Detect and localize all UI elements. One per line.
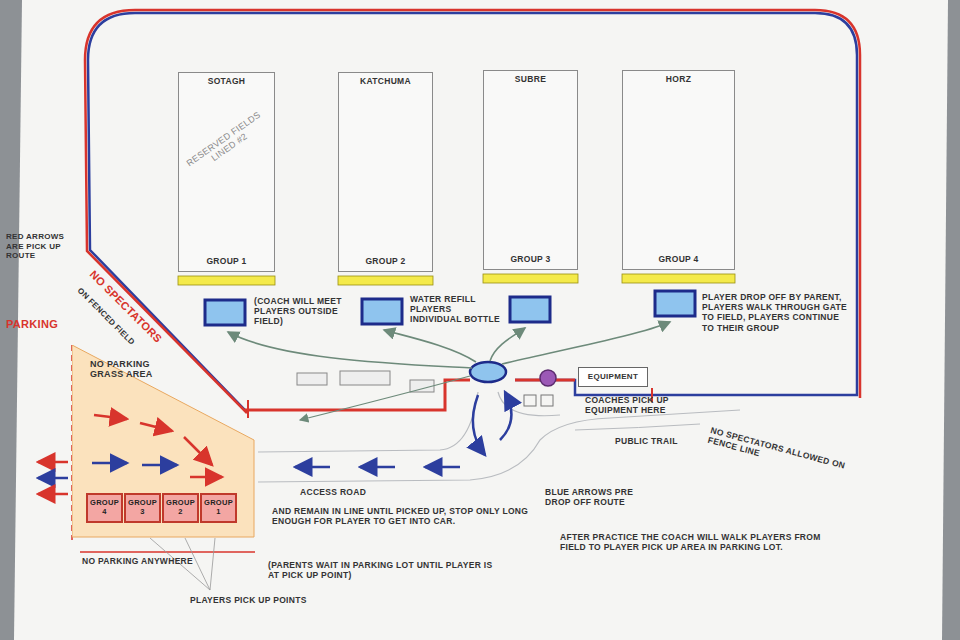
note-label: PUBLIC TRAIL — [615, 436, 690, 446]
road-edge — [258, 392, 478, 452]
walk-arrow — [300, 376, 470, 420]
tent — [205, 300, 245, 325]
field-area: SOTAGH GROUP 1 RESERVED FIELDS LINED #2 — [178, 72, 275, 272]
exit-arrow — [38, 493, 68, 496]
note-label: RED ARROWS ARE PICK UP ROUTE — [6, 232, 72, 261]
note-label: NO PARKING ANYWHERE — [82, 556, 262, 566]
pickup-arrow — [142, 464, 177, 467]
fence-line — [85, 10, 860, 413]
note-label: ACCESS ROAD — [300, 487, 390, 497]
building — [297, 373, 327, 385]
parking-edge — [80, 551, 255, 553]
parking-area: NO PARKING GRASS AREA GROUP 4 GROUP 3 GROUP… — [72, 345, 262, 545]
node-text: GROUP 1 — [181, 257, 272, 267]
field-area: SUBRE GROUP 3 — [483, 70, 578, 270]
bench-strip — [622, 274, 735, 283]
note-label: COACHES PICK UP EQUIPMENT HERE — [585, 395, 680, 415]
note-label: PARKING — [6, 318, 72, 331]
drop-arrow — [425, 466, 460, 469]
pickup-arrow — [190, 476, 222, 479]
bench-strip — [178, 276, 275, 285]
pickup-box: GROUP 2 — [162, 493, 199, 523]
node-text: GROUP 3 — [128, 499, 157, 516]
trail — [575, 424, 700, 430]
node-text: EQUIPMENT — [588, 372, 638, 381]
gate-post — [247, 400, 249, 418]
node-text: SOTAGH — [181, 77, 272, 87]
tent — [362, 299, 402, 324]
gate — [470, 362, 506, 382]
road-edge — [258, 410, 740, 482]
note-label: PLAYER DROP OFF BY PARENT, PLAYERS WALK … — [702, 292, 850, 333]
equipment-box: EQUIPMENT — [578, 367, 648, 387]
node-text: GROUP 3 — [486, 255, 575, 265]
pickup-arrow — [140, 423, 172, 431]
bench-strip — [483, 274, 578, 283]
exit-arrow — [38, 477, 68, 480]
building — [340, 371, 390, 385]
note-label: WATER REFILL PLAYERS INDIVIDUAL BOTTLE — [410, 294, 502, 325]
drop-arrow — [500, 392, 511, 440]
field-area: KATCHUMA GROUP 2 — [338, 72, 433, 272]
pickup-box: GROUP 1 — [200, 493, 237, 523]
pickup-box: GROUP 4 — [86, 493, 123, 523]
node-text: NO PARKING GRASS AREA — [90, 359, 165, 380]
node-text: GROUP 4 — [90, 499, 119, 516]
parking-fill — [72, 345, 254, 537]
pickup-arrow — [92, 462, 127, 465]
field-area: HORZ GROUP 4 — [622, 70, 735, 270]
node-text: SUBRE — [486, 75, 575, 85]
note-label: AFTER PRACTICE THE COACH WILL WALK PLAYE… — [560, 532, 840, 552]
node-text: GROUP 2 — [166, 499, 195, 516]
tent — [655, 291, 695, 316]
note-label: BLUE ARROWS PRE DROP OFF ROUTE — [545, 487, 655, 507]
tent — [510, 297, 550, 322]
bench-strip — [338, 276, 433, 285]
note-label: (COACH WILL MEET PLAYERS OUTSIDE FIELD) — [254, 296, 354, 327]
node-text: HORZ — [625, 75, 732, 85]
walk-arrow — [228, 332, 472, 368]
fence-line — [88, 13, 857, 410]
drop-arrow — [473, 395, 485, 455]
pickup-arrow — [184, 437, 212, 465]
walk-arrow — [384, 330, 476, 362]
node-text: KATCHUMA — [341, 77, 430, 87]
pickup-box: GROUP 3 — [124, 493, 161, 523]
walk-arrow — [490, 328, 525, 361]
bin — [524, 395, 536, 406]
node-text: GROUP 4 — [625, 255, 732, 265]
exit-arrow — [38, 461, 68, 464]
note-label: AND REMAIN IN LINE UNTIL PICKED UP, STOP… — [272, 506, 542, 526]
bin — [541, 395, 553, 406]
water-station — [540, 370, 556, 386]
drop-arrow — [295, 466, 330, 469]
drop-arrow — [360, 466, 395, 469]
node-text: GROUP 2 — [341, 257, 430, 267]
pickup-arrow — [94, 415, 127, 419]
node-text: GROUP 1 — [204, 499, 233, 516]
node-text: RESERVED FIELDS LINED #2 — [183, 109, 269, 178]
note-label: PLAYERS PICK UP POINTS — [190, 595, 350, 605]
walk-arrow — [502, 322, 670, 364]
note-label: (PARENTS WAIT IN PARKING LOT UNTIL PLAYE… — [268, 560, 498, 580]
paper — [14, 0, 948, 640]
